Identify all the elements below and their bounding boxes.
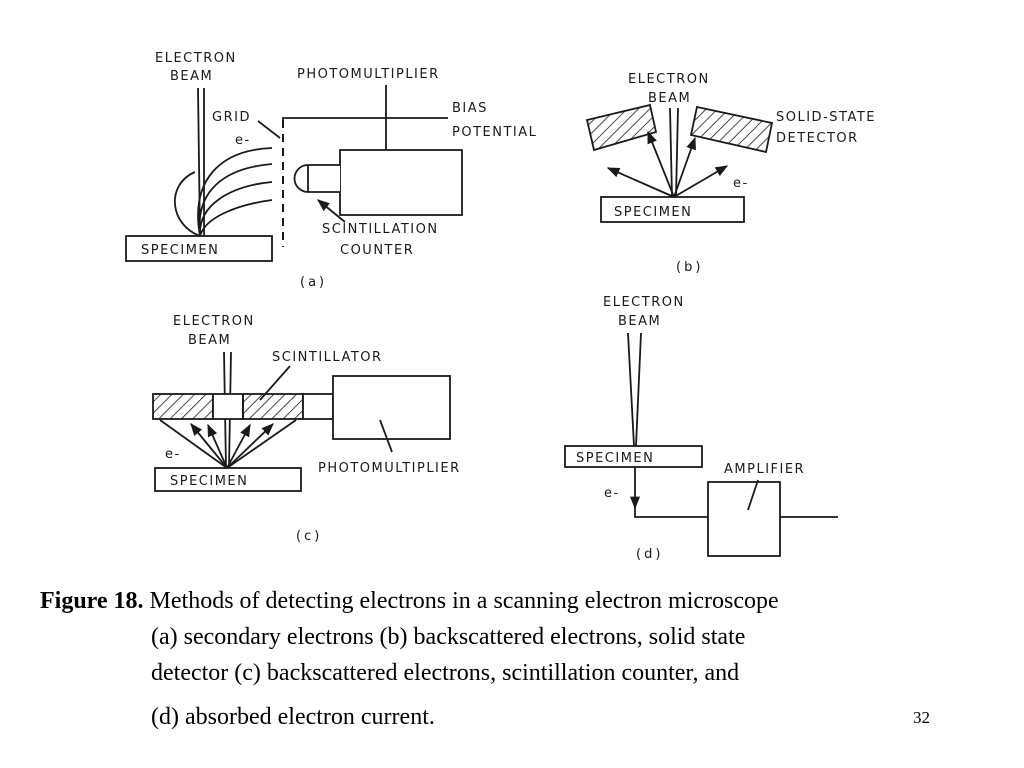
panel-a: ELECTRON BEAM GRID e- BIAS POTENTIAL PHO… (125, 51, 537, 290)
panel-a-electron-beam-label-2: BEAM (170, 69, 213, 84)
panel-a-bias-label: BIAS (452, 101, 488, 116)
panel-d-amplifier (707, 481, 781, 557)
panel-a-electron-beam-label: ELECTRON (155, 51, 237, 66)
panel-b-specimen (600, 196, 745, 223)
panel-a-beam-line-1 (197, 87, 201, 237)
panel-b-electron-beam-label: ELECTRON (628, 72, 710, 87)
panel-a-photomultiplier (339, 149, 463, 216)
panel-d-amplifier-label: AMPLIFIER (724, 462, 805, 477)
panel-b-detector-left (585, 103, 658, 152)
panel-b-specimen-label: SPECIMEN (614, 205, 692, 220)
panel-d-electron-beam-label-2: BEAM (618, 314, 661, 329)
panel-b-detector-right (689, 105, 774, 154)
panel-a-photomultiplier-label: PHOTOMULTIPLIER (297, 67, 440, 82)
panel-d-beam-line-2 (635, 332, 642, 447)
figure-caption-heading: Figure 18. (40, 588, 144, 614)
panel-c-electron-beam-label-2: BEAM (188, 333, 231, 348)
panel-b-ray (673, 136, 696, 198)
panel-c-photomultiplier (332, 375, 451, 440)
panel-a-grid-pointer (257, 120, 281, 139)
panel-c-scintillator-right (242, 393, 304, 420)
panel-a-bias-wire (282, 117, 448, 120)
panel-d-wire-in (634, 500, 708, 518)
panel-a-caption: (a) (300, 275, 327, 290)
panel-d-e-label: e- (604, 486, 620, 501)
panel-b: ELECTRON BEAM SOLID-STATE DETECTOR e- SP… (585, 72, 876, 275)
panel-c-e-label: e- (165, 447, 181, 462)
panel-a-specimen (125, 235, 273, 262)
panel-b-ssd-label: SOLID-STATE (776, 110, 876, 125)
panel-c-ray (207, 423, 228, 469)
panel-c-scintillator-left (152, 393, 214, 420)
panel-c-ray (226, 423, 251, 469)
panel-a-trajectory (199, 199, 273, 237)
page-number: 32 (913, 708, 930, 727)
panel-d-specimen-label: SPECIMEN (576, 451, 654, 466)
figure-caption-line-3: detector (c) backscattered electrons, sc… (151, 660, 740, 686)
panel-c-photomultiplier-pointer (379, 419, 393, 453)
panel-d-caption: (d) (636, 547, 663, 562)
figure-caption: Figure 18. Methods of detecting electron… (40, 583, 1000, 735)
panel-d: ELECTRON BEAM SPECIMEN e- AMPLIFIER (d) (564, 295, 838, 562)
panel-a-scint-pointer (317, 199, 346, 223)
panel-b-caption: (b) (676, 260, 703, 275)
panel-d-beam-line-1 (627, 332, 635, 447)
panel-b-beam-line-2 (675, 107, 679, 198)
figure-caption-line-1: Methods of detecting electrons in a scan… (149, 588, 779, 614)
panel-d-amplifier-pointer (747, 479, 759, 511)
figure-caption-line-4: (d) absorbed electron current. (151, 704, 435, 730)
panel-c-electron-beam-label: ELECTRON (173, 314, 255, 329)
panel-b-ray (606, 167, 675, 198)
figure-caption-line-2: (a) secondary electrons (b) backscattere… (151, 624, 746, 650)
panel-b-e-label: e- (733, 176, 749, 191)
panel-c-ray (226, 419, 297, 469)
panel-a-bias-label-2: POTENTIAL (452, 125, 537, 140)
panel-c-scintillator-hole (212, 393, 244, 420)
panel-d-electron-beam-label: ELECTRON (603, 295, 685, 310)
panel-c-specimen (154, 467, 302, 492)
panel-c-photomultiplier-label: PHOTOMULTIPLIER (318, 461, 461, 476)
panel-a-e-label: e- (235, 133, 251, 148)
panel-a-grid-label: GRID (212, 110, 251, 125)
panel-b-ray (673, 165, 729, 198)
panel-c-caption: (c) (296, 529, 322, 544)
panel-c-ray (190, 423, 228, 469)
panel-b-ssd-label-2: DETECTOR (776, 131, 859, 146)
panel-c-light-guide (302, 393, 334, 420)
panel-c-ray (159, 419, 228, 469)
panel-a-scint-label: SCINTILLATION (322, 222, 439, 237)
panel-b-ray (647, 130, 675, 198)
panel-a-trajectory (197, 147, 273, 237)
panel-a-trajectory (198, 163, 273, 237)
panel-c-specimen-label: SPECIMEN (170, 474, 248, 489)
panel-a-trajectory (199, 181, 273, 237)
panel-a-scintillator (293, 164, 340, 193)
panel-c: ELECTRON BEAM SCINTILLATOR PHOTOMULTIPLI… (152, 314, 461, 544)
panel-a-scint-label-2: COUNTER (340, 243, 414, 258)
panel-c-ray (226, 423, 274, 469)
panel-a-trajectory (173, 171, 201, 237)
panel-b-beam-line-1 (669, 107, 673, 198)
panel-b-electron-beam-label-2: BEAM (648, 91, 691, 106)
sem-detector-diagrams: ELECTRON BEAM GRID e- BIAS POTENTIAL PHO… (125, 51, 876, 562)
panel-a-specimen-label: SPECIMEN (141, 243, 219, 258)
panel-d-specimen (564, 445, 703, 468)
panel-c-scintillator-label: SCINTILLATOR (272, 350, 383, 365)
